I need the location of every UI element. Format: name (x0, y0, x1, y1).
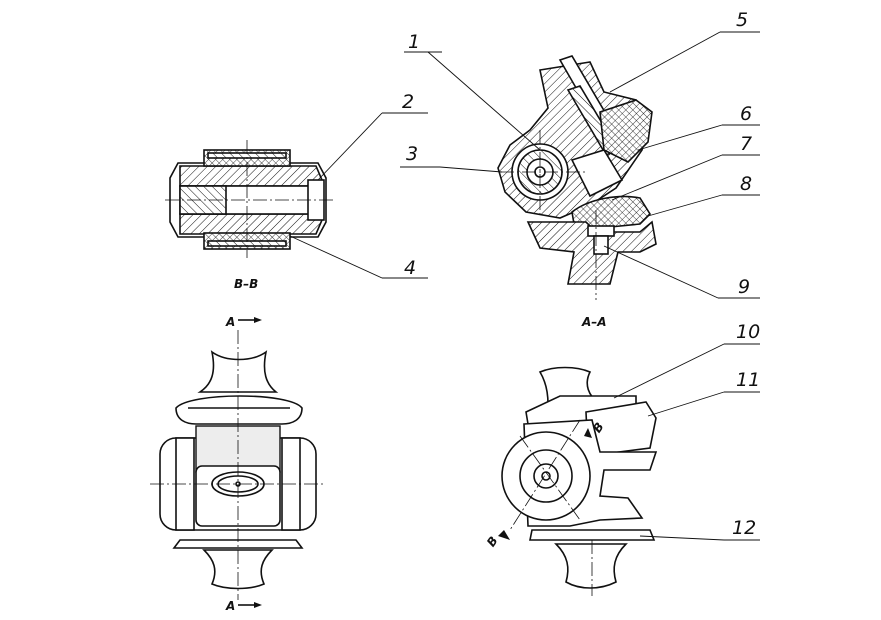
callout-6: 6 (740, 103, 752, 125)
callout-2: 2 (402, 91, 414, 113)
section-label-a-a: A–A (581, 315, 607, 329)
section-mark-a-top: A (225, 315, 235, 329)
callout-1: 1 (408, 31, 420, 53)
callout-12: 12 (732, 517, 756, 539)
callout-10: 10 (736, 321, 760, 343)
callout-5: 5 (736, 9, 748, 31)
section-mark-a-bottom: A (225, 599, 235, 613)
section-view-a-a (400, 31, 760, 300)
leader-2 (317, 112, 383, 181)
leader-4 (289, 235, 383, 279)
callout-9: 9 (738, 276, 750, 298)
section-view-b-b (165, 112, 428, 279)
front-view (150, 317, 326, 608)
callout-4: 4 (404, 257, 416, 279)
section-label-b-b: B–B (234, 277, 258, 291)
callout-3: 3 (406, 143, 418, 165)
side-view (498, 343, 760, 596)
callout-8: 8 (740, 173, 752, 195)
callout-11: 11 (736, 369, 760, 391)
section-mark-b-lower: B (484, 534, 501, 550)
callout-7: 7 (740, 133, 752, 155)
